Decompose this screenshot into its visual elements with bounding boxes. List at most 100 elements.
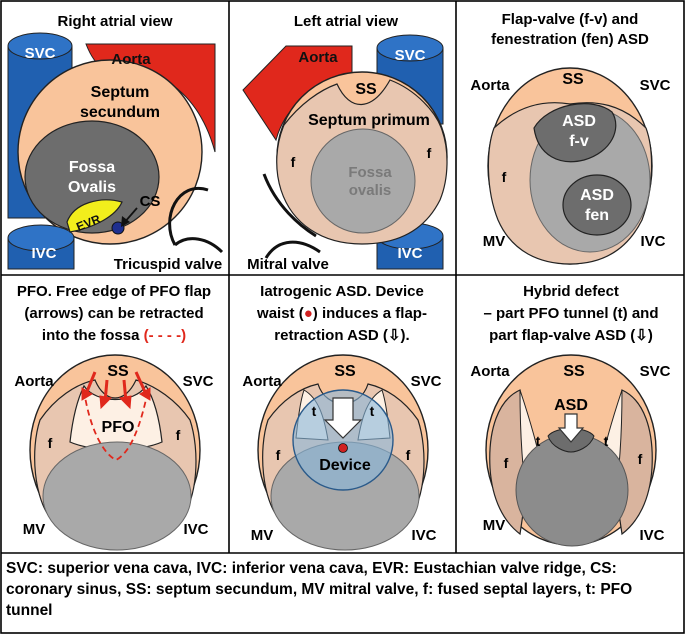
- panel4-title-last: into the fossa: [42, 327, 140, 344]
- ivc-vessel: [7, 224, 75, 270]
- panel5-title-line2: waist (●) induces a flap-: [256, 305, 427, 322]
- p4-aorta-label: Aorta: [14, 373, 54, 390]
- panel-pfo: PFO. Free edge of PFO flap (arrows) can …: [14, 283, 214, 551]
- panel1-title: Right atrial view: [57, 13, 172, 30]
- p2-ivc-label: IVC: [397, 245, 422, 262]
- panel-flap-valve-asd: Flap-valve (f-v) and fenestration (fen) …: [470, 11, 671, 265]
- cs-pointer-arrowhead: [121, 216, 130, 227]
- figure-caption: SVC: superior vena cava, IVC: inferior v…: [6, 560, 633, 619]
- p2-aorta-label: Aorta: [298, 49, 338, 66]
- panel-right-atrial-view: Right atrial view SVC Aorta Septum secun…: [7, 13, 224, 273]
- p2-fossa-line1: Fossa: [348, 164, 392, 181]
- coronary-sinus: [111, 221, 125, 235]
- p6-asd-label: ASD: [554, 397, 588, 414]
- p1-svc-label: SVC: [25, 45, 56, 62]
- panel-hybrid-defect: Hybrid defect – part PFO tunnel (t) and …: [470, 283, 671, 547]
- panel-left-atrial-view: Left atrial view Aorta SVC SS Septum pri…: [242, 13, 448, 273]
- p6-ss-label: SS: [563, 363, 585, 380]
- panel3-title-line1: Flap-valve (f-v) and: [502, 11, 639, 28]
- p3-ss-label: SS: [562, 71, 584, 88]
- p5-svc-label: SVC: [411, 373, 442, 390]
- p5-device-label: Device: [319, 457, 371, 474]
- p4-f-left: f: [48, 435, 53, 451]
- p1-septum-line1: Septum: [91, 84, 150, 101]
- asd-flap-valve: [533, 103, 617, 163]
- down-arrow-symbol-p6: ⇩: [635, 327, 648, 344]
- asd-fenestration: [562, 174, 632, 236]
- p1-valve-label: Tricuspid valve: [114, 256, 222, 273]
- fossa-ovalis: [24, 120, 160, 234]
- p5-t-left: t: [312, 403, 317, 419]
- p5-f-right: f: [406, 447, 411, 463]
- p6-svc-label: SVC: [640, 363, 671, 380]
- p4-ivc-label: IVC: [183, 521, 208, 538]
- p3-asd-fv-line2: f-v: [569, 133, 589, 150]
- mitral-valve-leaflets: [262, 173, 321, 259]
- p6-f-right: f: [638, 451, 643, 467]
- p3-f-label: f: [502, 169, 507, 185]
- panel4-title-line2: (arrows) can be retracted: [24, 305, 203, 322]
- p6-aorta-label: Aorta: [470, 363, 510, 380]
- fossa-ovalis-la: [310, 128, 416, 234]
- p4-pfo-label: PFO: [102, 419, 135, 436]
- p2-fossa-line2: ovalis: [349, 182, 392, 199]
- p2-ss-label: SS: [355, 81, 377, 98]
- occluder-device: [292, 389, 394, 491]
- panel6-title-line2: – part PFO tunnel (t) and: [484, 305, 659, 322]
- p6-mv-label: MV: [483, 517, 506, 534]
- eustachian-valve-ridge: [66, 199, 123, 233]
- panel4-title-line3: into the fossa (- - - -): [42, 327, 186, 344]
- device-waist-symbol: ●: [304, 305, 313, 322]
- device-waist: [338, 443, 348, 453]
- p1-ivc-label: IVC: [31, 245, 56, 262]
- panel4-title-dashes: (- - - -): [144, 327, 186, 344]
- p2-valve-label: Mitral valve: [247, 256, 329, 273]
- p1-fossa-line1: Fossa: [69, 159, 115, 176]
- p5-mv-label: MV: [251, 527, 274, 544]
- p6-t-right: t: [604, 433, 609, 449]
- p4-svc-label: SVC: [183, 373, 214, 390]
- panel4-title-line1: PFO. Free edge of PFO flap: [17, 283, 211, 300]
- panel6-title-line3: part flap-valve ASD (⇩): [489, 327, 653, 344]
- panel6-title-line1: Hybrid defect: [523, 283, 619, 300]
- panel2-title: Left atrial view: [294, 13, 399, 30]
- pfo-flap-arrows: [81, 371, 151, 410]
- p4-mv-label: MV: [23, 521, 46, 538]
- panel5-title-line1: Iatrogenic ASD. Device: [260, 283, 424, 300]
- device-arrow: [323, 397, 363, 439]
- p5-ss-label: SS: [334, 363, 356, 380]
- panel3-title-line2: fenestration (fen) ASD: [491, 31, 649, 48]
- p4-ss-label: SS: [107, 363, 129, 380]
- p2-primum-label: Septum primum: [308, 112, 430, 129]
- p6-t-left: t: [536, 433, 541, 449]
- p3-svc-label: SVC: [640, 77, 671, 94]
- down-arrow-symbol: ⇩: [388, 327, 401, 344]
- p2-svc-label: SVC: [395, 47, 426, 64]
- p2-f-left: f: [291, 154, 296, 170]
- panel-iatrogenic-asd: Iatrogenic ASD. Device waist (●) induces…: [242, 283, 442, 551]
- p2-f-right: f: [427, 145, 432, 161]
- tricuspid-valve-leaflets: [168, 186, 224, 254]
- p3-mv-label: MV: [483, 233, 506, 250]
- p1-cs-label: CS: [140, 193, 161, 210]
- p1-fossa-line2: Ovalis: [68, 179, 116, 196]
- p5-ivc-label: IVC: [411, 527, 436, 544]
- fossa-p4: [42, 441, 192, 551]
- p6-ivc-label: IVC: [639, 527, 664, 544]
- p3-asd-fen-line1: ASD: [580, 187, 614, 204]
- p4-f-right: f: [176, 427, 181, 443]
- p3-asd-fen-line2: fen: [585, 207, 609, 224]
- p6-f-left: f: [504, 455, 509, 471]
- p3-aorta-label: Aorta: [470, 77, 510, 94]
- panel5-title-line3: retraction ASD (⇩).: [274, 327, 409, 344]
- pfo-retraction-dashes: [83, 389, 149, 462]
- p1-aorta-label: Aorta: [111, 51, 151, 68]
- p5-f-left: f: [276, 447, 281, 463]
- p1-septum-line2: secundum: [80, 104, 160, 121]
- asd-arrow-p6: [557, 413, 585, 443]
- p5-t-right: t: [370, 403, 375, 419]
- p3-asd-fv-line1: ASD: [562, 113, 596, 130]
- p5-aorta-label: Aorta: [242, 373, 282, 390]
